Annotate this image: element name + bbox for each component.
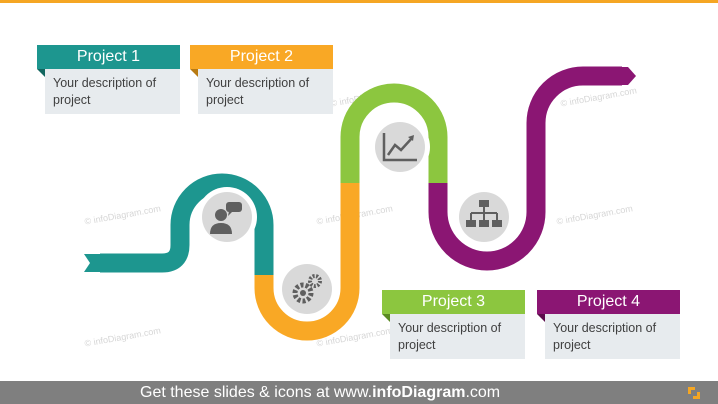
trend-chart-icon: [370, 117, 430, 177]
project-description: Your description of project: [390, 314, 525, 359]
project-title: Project 2: [190, 45, 333, 69]
road-segment-purple: [428, 66, 622, 271]
road-segment-orange: [254, 183, 360, 341]
footer-bar: Get these slides & icons at www.infoDiag…: [0, 381, 718, 404]
project-description: Your description of project: [198, 69, 333, 114]
project-title: Project 4: [537, 290, 680, 314]
card-fold: [190, 69, 198, 77]
road-end-arrow: [620, 67, 636, 85]
top-accent-line: [0, 0, 718, 3]
road-segment-teal: [100, 173, 274, 275]
project-title: Project 1: [37, 45, 180, 69]
footer-prefix: Get these slides & icons at www.: [140, 384, 373, 401]
person-speech-icon: [197, 187, 257, 247]
footer-brand: infoDiagram: [372, 384, 466, 401]
road-start-notch: [84, 254, 100, 272]
road-segment-green: [340, 83, 448, 183]
card-fold: [537, 314, 545, 322]
project-description: Your description of project: [45, 69, 180, 114]
card-fold: [37, 69, 45, 77]
infodiagram-logo-icon: [688, 387, 700, 399]
footer-suffix: .com: [465, 384, 501, 401]
gears-icon: [277, 259, 337, 319]
org-chart-icon: [454, 187, 514, 247]
footer-text[interactable]: Get these slides & icons at www.infoDiag…: [140, 381, 500, 404]
card-fold: [382, 314, 390, 322]
project-description: Your description of project: [545, 314, 680, 359]
project-title: Project 3: [382, 290, 525, 314]
